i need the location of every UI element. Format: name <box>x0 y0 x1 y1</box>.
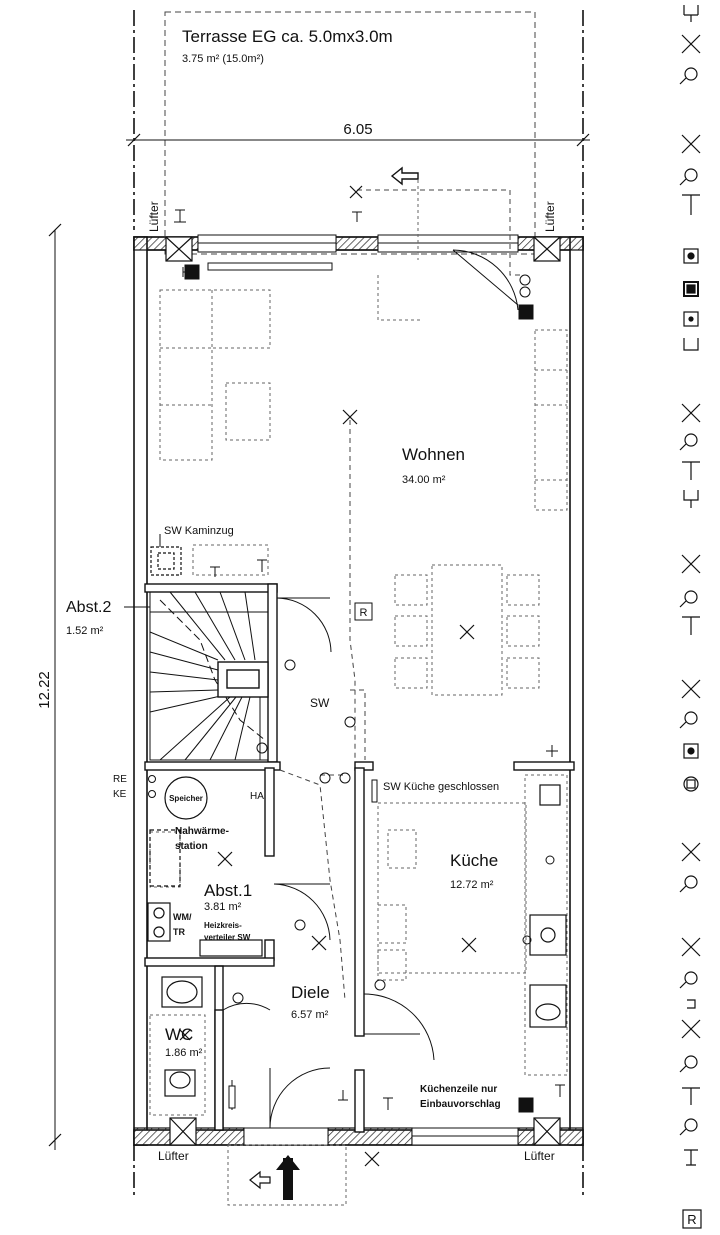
room-area-wc: 1.86 m² <box>165 1047 203 1059</box>
top-windows <box>197 234 519 253</box>
room-area-wohnen: 34.00 m² <box>402 474 446 486</box>
terrace-area: 3.75 m² (15.0m²) <box>182 53 264 65</box>
doors <box>222 249 519 1129</box>
room-name-kueche: Küche <box>450 851 498 870</box>
appliances <box>147 546 567 1097</box>
staircase <box>149 591 269 761</box>
axis-lines <box>133 10 584 1195</box>
width-dimension: 6.05 <box>126 121 590 147</box>
wm-tr-label-1: WM/ <box>173 912 192 922</box>
kuechenzeile-label-1: Küchenzeile nur <box>420 1084 497 1095</box>
room-area-abst1: 3.81 m² <box>204 901 242 913</box>
interior-walls <box>144 583 575 1133</box>
height-dimension-label: 12.22 <box>36 671 53 709</box>
vent-label-top-right: Lüfter <box>543 201 557 232</box>
vent-label-top-left: Lüfter <box>147 201 161 232</box>
room-name-wc: WC <box>165 1025 193 1044</box>
height-dimension: 12.22 <box>36 223 62 1150</box>
wm-tr-label-2: TR <box>173 927 185 937</box>
kueche-closed-label: SW Küche geschlossen <box>383 781 499 793</box>
vent-boxes <box>165 236 561 1146</box>
heizkreis-label-1: Heizkreis- <box>204 921 242 930</box>
furniture <box>149 180 568 1206</box>
room-area-abst2: 1.52 m² <box>66 625 104 637</box>
nahwaerme-label-1: Nahwärme- <box>175 826 229 837</box>
nahwaerme-label-2: station <box>175 841 208 852</box>
re-label: RE <box>113 774 127 785</box>
room-area-diele: 6.57 m² <box>291 1009 329 1021</box>
room-name-abst2: Abst.2 <box>66 599 111 616</box>
radiator <box>207 262 333 271</box>
legend-column <box>679 5 702 1229</box>
light-fixtures <box>179 185 477 1167</box>
annotations: SW Kaminzug SW SW Küche geschlossen RE K… <box>113 525 501 1110</box>
kuechenzeile-label-2: Einbauvorschlag <box>420 1099 501 1110</box>
ke-label: KE <box>113 789 127 800</box>
heizkreis-label-2: verteiler SW <box>204 933 251 942</box>
room-labels: Wohnen 34.00 m² Abst.2 1.52 m² Abst.1 3.… <box>66 445 498 1059</box>
entrance-arrow <box>249 166 419 1200</box>
kaminzug-label: SW Kaminzug <box>164 525 234 537</box>
speicher-label: Speicher <box>169 794 203 803</box>
width-dimension-label: 6.05 <box>343 121 372 138</box>
vent-label-bottom-left: Lüfter <box>158 1149 189 1163</box>
room-name-wohnen: Wohnen <box>402 445 465 464</box>
legend-r-label: R <box>687 1212 696 1227</box>
room-name-diele: Diele <box>291 983 330 1002</box>
vent-label-bottom-right: Lüfter <box>524 1149 555 1163</box>
bottom-windows <box>243 1127 519 1146</box>
terrace: Terrasse EG ca. 5.0mx3.0m 3.75 m² (15.0m… <box>164 11 536 255</box>
r-marker: R <box>360 607 368 619</box>
ha-label: HA <box>250 791 264 802</box>
room-name-abst1: Abst.1 <box>204 881 252 900</box>
socket-symbols <box>174 209 565 1113</box>
sw-label: SW <box>310 696 330 710</box>
terrace-title: Terrasse EG ca. 5.0mx3.0m <box>182 27 393 46</box>
room-area-kueche: 12.72 m² <box>450 879 494 891</box>
